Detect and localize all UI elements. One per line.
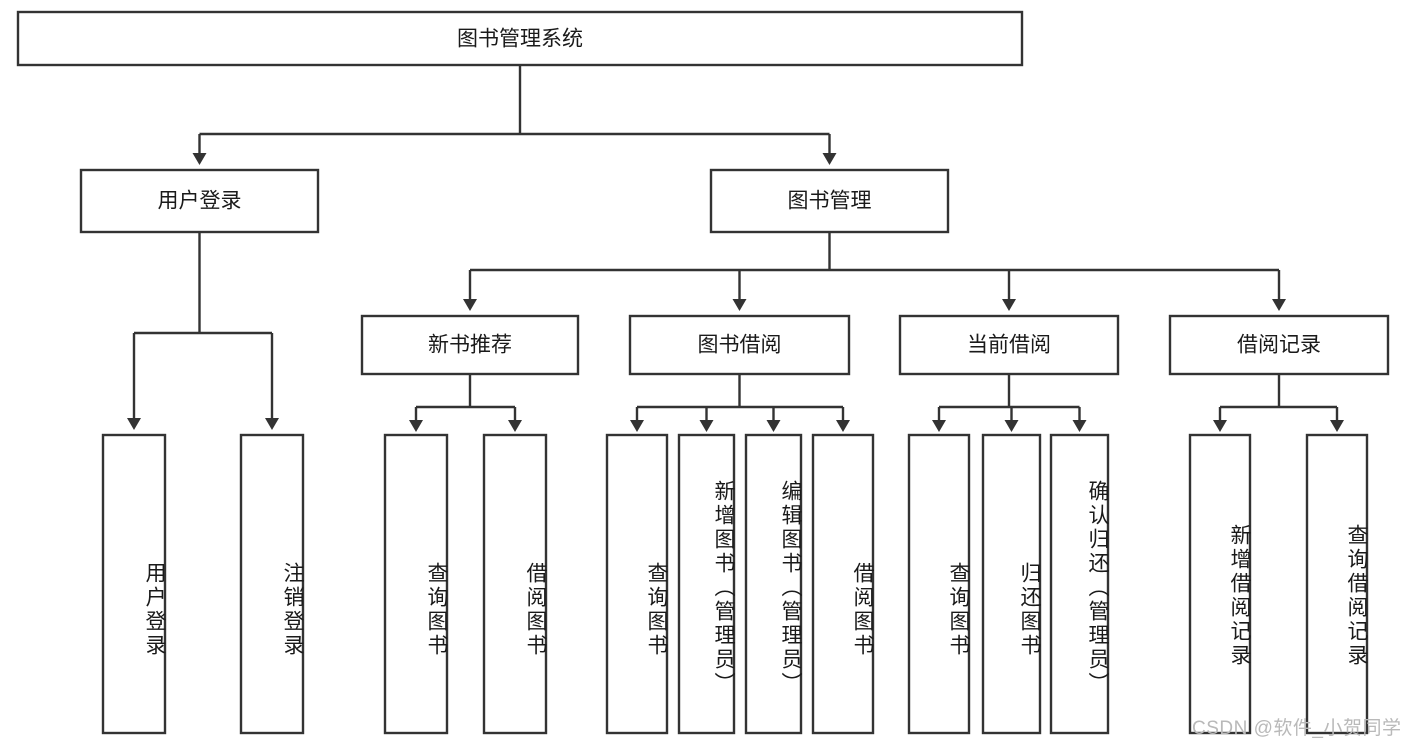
node-box-new-book-recommend[interactable] — [360, 314, 580, 376]
node-label-root: 图书管理系统 — [457, 28, 583, 51]
node-label-book-borrow: 图书借阅 — [698, 334, 782, 357]
node-label-current-borrow: 当前借阅 — [967, 334, 1051, 357]
leaf-box-add-book-admin[interactable] — [677, 433, 736, 735]
node-label-new-book-recommend: 新书推荐 — [428, 334, 512, 357]
leaf-box-edit-book-admin[interactable] — [744, 433, 803, 735]
csdn-watermark: CSDN @软件_小贺同学 — [1192, 718, 1402, 739]
node-box-user-login[interactable] — [79, 168, 320, 234]
node-label-borrow-record: 借阅记录 — [1237, 334, 1321, 357]
node-box-current-borrow[interactable] — [898, 314, 1120, 376]
leaf-box-logout[interactable] — [239, 433, 305, 735]
leaf-box-borrow-book-nb[interactable] — [482, 433, 548, 735]
leaf-box-query-book-nb[interactable] — [383, 433, 449, 735]
leaf-box-add-borrow-record[interactable] — [1188, 433, 1252, 735]
leaf-box-confirm-return-admin[interactable] — [1049, 433, 1110, 735]
leaf-box-return-book[interactable] — [981, 433, 1042, 735]
node-label-book-management: 图书管理 — [788, 190, 872, 213]
leaf-box-user-login[interactable] — [101, 433, 167, 735]
node-label-user-login: 用户登录 — [158, 190, 242, 213]
leaf-box-borrow-book-bb[interactable] — [811, 433, 875, 735]
leaf-box-query-borrow-record[interactable] — [1305, 433, 1369, 735]
node-box-root[interactable] — [16, 10, 1024, 67]
leaf-box-query-book-cb[interactable] — [907, 433, 971, 735]
leaf-box-query-book-bb[interactable] — [605, 433, 669, 735]
